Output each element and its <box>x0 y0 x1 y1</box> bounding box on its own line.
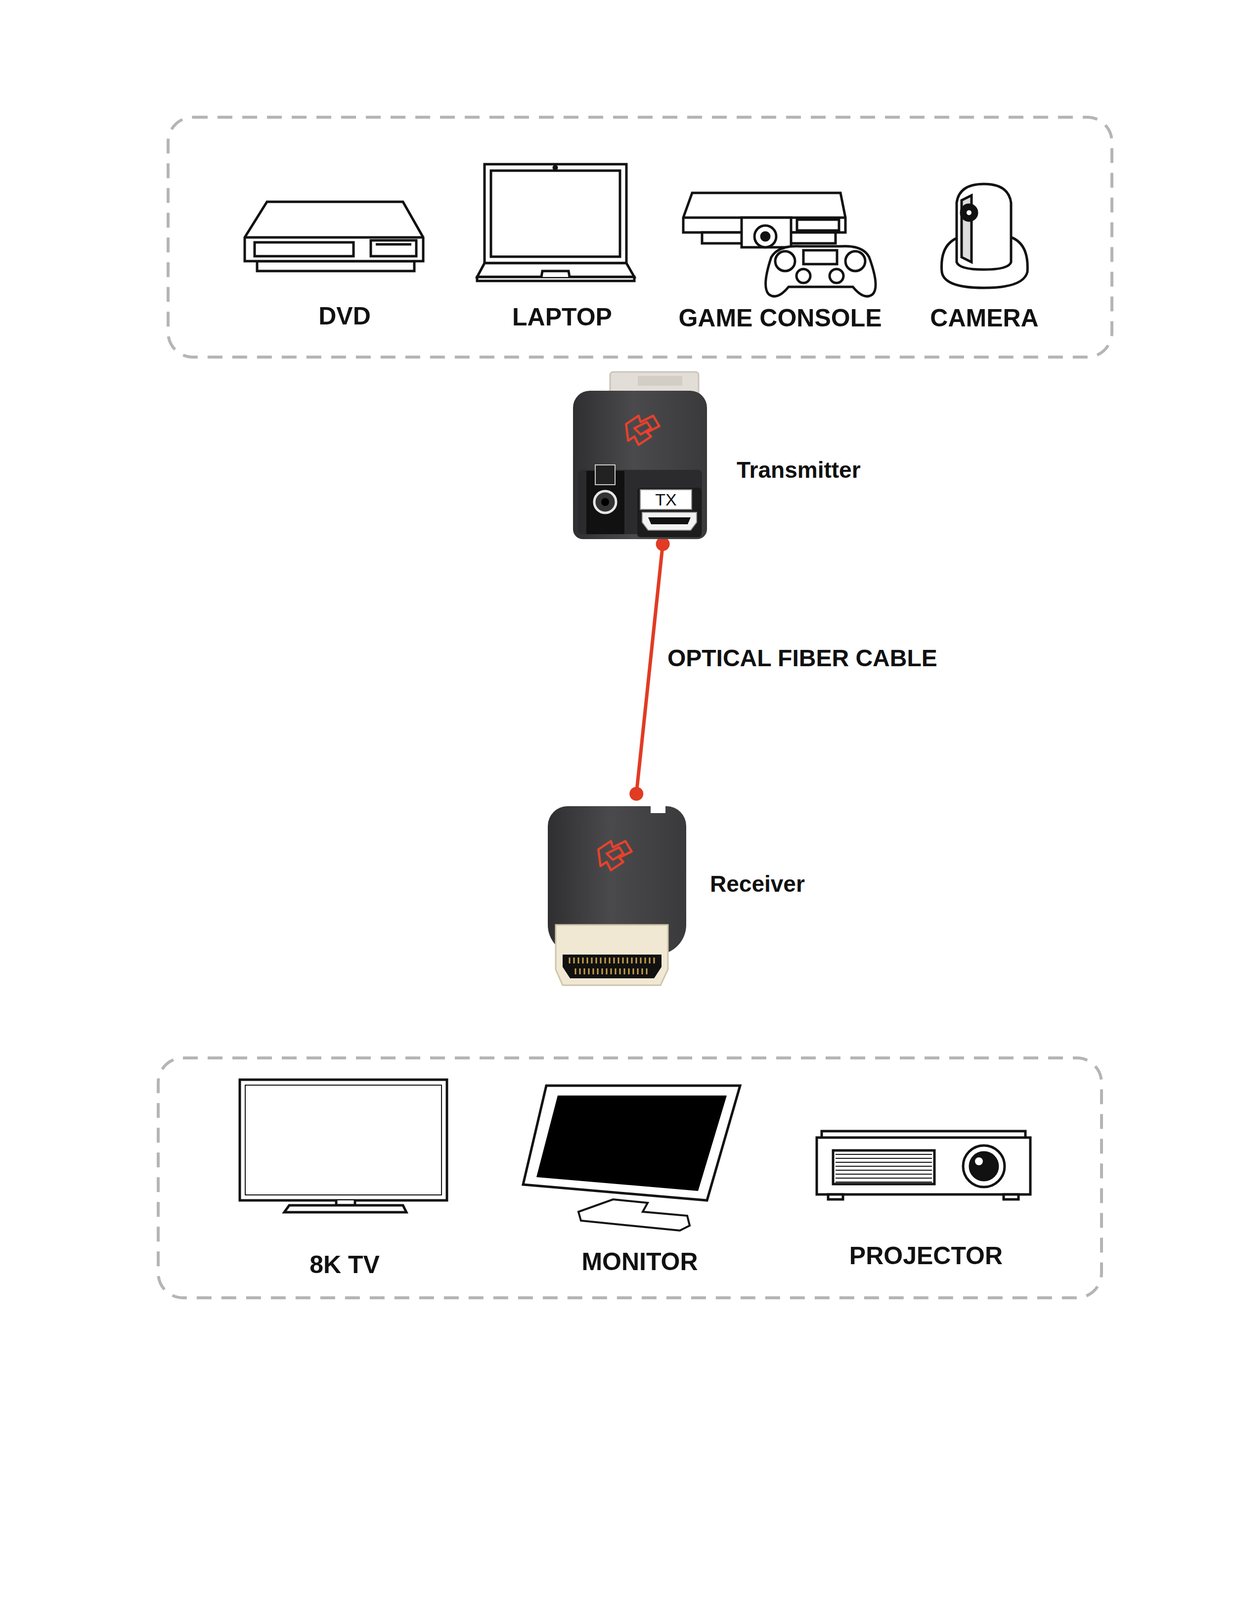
display-group-outline <box>158 1057 1102 1298</box>
hdmi-plug-slot <box>562 954 662 978</box>
tv-icon <box>239 1079 447 1212</box>
port-tag: TX <box>640 489 692 510</box>
brand-logo <box>598 840 632 871</box>
cable-label: OPTICAL FIBER CABLE <box>664 644 941 673</box>
tx-tag <box>640 489 692 510</box>
receiver-device: Receiver <box>547 805 687 955</box>
projector-grille <box>835 1153 932 1182</box>
hdmi-pins <box>569 957 655 974</box>
camera-icon <box>941 183 1028 288</box>
cable-end <box>656 536 670 551</box>
device-label: LAPTOP <box>512 303 613 331</box>
device-label: 8K TV <box>309 1250 380 1279</box>
game-console-icon <box>683 192 876 297</box>
device-heading: Transmitter <box>736 457 861 483</box>
source-group-outline <box>168 117 1112 357</box>
device-detail <box>547 805 687 994</box>
device-label: GAME CONSOLE <box>678 304 882 332</box>
brand-logo <box>625 415 660 445</box>
notch <box>650 804 666 813</box>
device-label: MONITOR <box>581 1247 698 1276</box>
cable-end <box>629 786 644 801</box>
device-detail <box>573 390 707 579</box>
device-label: CAMERA <box>929 304 1039 332</box>
laptop-icon <box>477 164 635 281</box>
projector-icon <box>816 1130 1031 1199</box>
optical-socket <box>594 490 617 513</box>
hdmi-port-frame <box>637 487 702 537</box>
hdmi-port <box>642 512 697 530</box>
fiber-cable <box>629 536 670 801</box>
dvd-icon <box>244 201 424 271</box>
device-label: PROJECTOR <box>849 1241 1003 1270</box>
device-heading: Receiver <box>709 871 805 897</box>
monitor-icon <box>523 1085 741 1231</box>
cable-line <box>636 543 663 794</box>
hdmi-plug <box>555 924 668 985</box>
transmitter-device: TransmitterTX <box>573 390 707 539</box>
device-label: DVD <box>318 302 371 330</box>
optical-latch <box>595 464 616 485</box>
